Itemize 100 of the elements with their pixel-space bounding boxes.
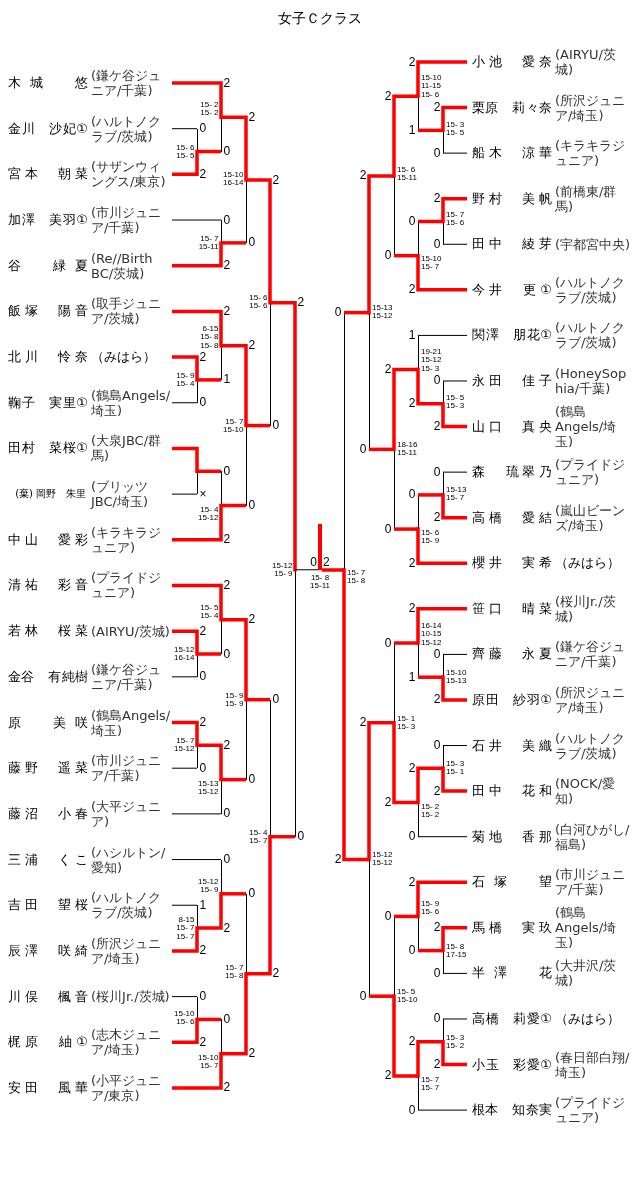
player-name: 宮本 朝菜 <box>8 165 88 184</box>
player-name: 川俣 楓音 <box>8 987 88 1006</box>
game-score: 15-10 <box>223 170 244 180</box>
bracket-line <box>172 503 223 542</box>
club-name: (鎌ケ谷ジュニア/千葉) <box>91 68 163 98</box>
game-score: 15- 3 <box>446 759 465 769</box>
player-name: 根本 知奈実 <box>472 1101 552 1120</box>
games-won: 0 <box>199 761 207 774</box>
games-won: 2 <box>408 556 416 569</box>
games-won: 2 <box>323 556 330 568</box>
games-won: 0 <box>223 647 231 660</box>
game-score: 15- 7 <box>225 963 244 973</box>
game-score: 15- 3 <box>446 120 465 130</box>
bracket-line <box>171 676 198 678</box>
games-won: 2 <box>384 363 392 376</box>
game-score: 15- 8 <box>310 573 330 583</box>
club-name: (ハシルトン/愛知) <box>91 844 167 875</box>
bracket-line <box>367 721 394 862</box>
games-won: 2 <box>223 578 231 591</box>
bracket-line <box>441 402 467 429</box>
club-name: (プライドジュニア) <box>91 570 163 601</box>
games-won: 2 <box>433 1058 441 1071</box>
club-name: (サザンウィングス/東京) <box>91 159 167 190</box>
game-score: 15- 5 <box>200 603 219 613</box>
game-score: 15- 8 <box>225 972 244 981</box>
games-won: 0 <box>408 1103 416 1116</box>
club-name: (ハルトノクラブ/茨城) <box>555 730 627 761</box>
games-won: 2 <box>223 533 231 546</box>
player-name: 齊藤 永夏 <box>472 645 552 664</box>
games-won: 1 <box>408 670 416 683</box>
player-name: 山口 真央 <box>472 417 552 436</box>
game-score: 15- 5 <box>446 129 465 138</box>
games-won: 0 <box>199 670 207 683</box>
club-name: (所沢ジュニア/埼玉) <box>555 684 627 715</box>
bracket-line <box>416 607 467 645</box>
game-score: 15-12 <box>198 788 219 797</box>
bracket-line <box>172 720 199 748</box>
games-won: 0 <box>384 909 392 922</box>
player-name: 辰澤 咲綺 <box>8 941 88 960</box>
club-name: （みはら） <box>555 554 620 573</box>
club-name: (市川ジュニア/千葉) <box>91 205 163 236</box>
game-score: 15- 6 <box>249 302 268 311</box>
game-score: 15-12 <box>372 312 393 321</box>
player-name: 安田 風華 <box>8 1078 88 1097</box>
player-name: 飯塚 陽音 <box>8 302 88 321</box>
games-won: 2 <box>433 693 441 706</box>
bracket-line <box>441 196 467 224</box>
bracket-line <box>172 149 199 177</box>
game-score: 8-15 <box>178 915 195 925</box>
club-name: (キラキラジュニア) <box>91 524 163 555</box>
games-won: 0 <box>408 488 416 501</box>
games-won: 0 <box>408 944 416 957</box>
game-score: 15- 1 <box>446 768 465 777</box>
bracket-line <box>321 568 344 572</box>
game-score: 15- 6 <box>421 528 440 538</box>
bracket-line <box>417 1109 468 1111</box>
player-name: 菊地 香那 <box>472 827 552 846</box>
bracket-line <box>394 641 418 645</box>
games-won: 0 <box>384 249 392 262</box>
games-won: 2 <box>223 738 231 751</box>
games-won: 2 <box>408 602 416 615</box>
game-score: 19-21 <box>421 347 442 357</box>
game-score: 6-15 <box>202 324 219 334</box>
bracket-line <box>442 152 468 154</box>
player-name: 野村 美帆 <box>472 189 552 208</box>
games-won: 0 <box>272 693 280 706</box>
bracket-line <box>394 527 418 531</box>
game-score: 15- 9 <box>274 570 293 579</box>
bracket-line <box>171 859 222 861</box>
club-name: (ハルトノクラブ/茨城) <box>555 274 627 305</box>
games-won: 2 <box>223 304 231 317</box>
bracket-line <box>416 253 467 292</box>
bracket-line <box>221 115 248 182</box>
bracket-line <box>221 241 246 245</box>
bracket-line <box>418 948 443 953</box>
club-name: (大泉JBC/群馬) <box>91 433 163 464</box>
game-score: 15- 8 <box>446 942 465 952</box>
game-score: 15- 9 <box>421 899 440 909</box>
club-name: (鶴島Angels/埼玉) <box>555 905 618 951</box>
bracket-line <box>394 253 418 258</box>
games-won: 0 <box>199 990 207 1003</box>
bracket-line <box>441 493 467 520</box>
game-score: 15- 7 <box>200 234 219 244</box>
bracket-line <box>294 569 319 571</box>
bracket-line <box>197 743 223 782</box>
games-won: 2 <box>408 1035 416 1048</box>
game-score: 15- 8 <box>347 577 366 586</box>
player-name: 原田 紗羽① <box>472 690 552 709</box>
club-name: (所沢ジュニア/埼玉) <box>91 935 163 966</box>
player-name: 栗原 莉々奈 <box>472 98 552 117</box>
player-name: 藤野 遥菜 <box>8 759 88 778</box>
games-won: 0 <box>223 853 231 866</box>
games-won: 0 <box>223 807 231 820</box>
games-won: 0 <box>433 374 441 387</box>
bracket-line <box>416 1040 443 1078</box>
bracket-line <box>221 777 246 782</box>
games-won: 2 <box>223 921 231 934</box>
games-won: 0 <box>223 1012 231 1025</box>
games-won: 0 <box>199 122 207 135</box>
club-name: (鶴島Angels/埼玉) <box>555 404 618 450</box>
